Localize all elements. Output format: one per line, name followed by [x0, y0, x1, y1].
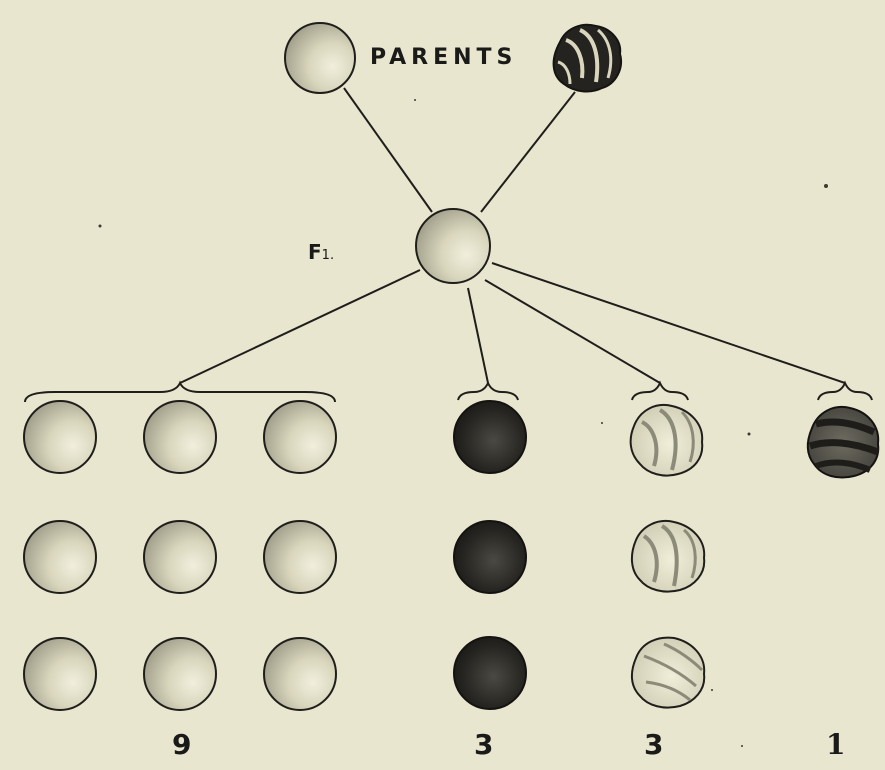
pea-smooth-4: [24, 521, 96, 593]
brace-group-1: [25, 383, 335, 402]
line-f1-to-group-2: [468, 288, 488, 383]
pea-dark-3: [454, 637, 526, 709]
pea-wrinkled-dark: [808, 407, 879, 478]
count-smooth-yellow: 9: [172, 728, 191, 761]
parent-smooth-pea: [285, 23, 355, 93]
group-braces: [25, 383, 872, 402]
line-parent-right-to-f1: [481, 92, 575, 212]
group-smooth-dark: [454, 401, 526, 709]
parents-label: PARENTS: [370, 45, 517, 70]
f1-label-letter: F: [308, 240, 322, 264]
count-wrinkled-dark: 1: [826, 728, 845, 761]
brace-group-3: [632, 383, 688, 400]
group-smooth-yellow: [24, 401, 336, 710]
line-f1-to-group-3: [485, 280, 660, 383]
pea-smooth-2: [144, 401, 216, 473]
pea-smooth-5: [144, 521, 216, 593]
line-f1-to-group-1: [180, 270, 420, 383]
pea-smooth-9: [264, 638, 336, 710]
pea-smooth-6: [264, 521, 336, 593]
line-f1-to-group-4: [492, 263, 845, 383]
line-parent-left-to-f1: [344, 88, 432, 212]
pea-dark-2: [454, 521, 526, 593]
pea-smooth-7: [24, 638, 96, 710]
f1-label: F1.: [308, 240, 334, 264]
pea-smooth-1: [24, 401, 96, 473]
pea-wrinkled-light-1: [631, 405, 703, 476]
connector-lines: [180, 88, 845, 383]
pea-smooth-3: [264, 401, 336, 473]
f1-smooth-pea: [416, 209, 490, 283]
count-wrinkled-light: 3: [644, 728, 663, 761]
brace-group-4: [818, 383, 872, 400]
parent-wrinkled-dark-pea: [554, 25, 621, 92]
pea-dark-1: [454, 401, 526, 473]
count-smooth-dark: 3: [474, 728, 493, 761]
f1-label-subscript: 1.: [322, 248, 334, 263]
pea-wrinkled-light-3: [632, 638, 704, 708]
pea-wrinkled-light-2: [632, 521, 704, 592]
group-wrinkled-light: [631, 405, 705, 708]
brace-group-2: [458, 383, 518, 400]
pea-smooth-8: [144, 638, 216, 710]
